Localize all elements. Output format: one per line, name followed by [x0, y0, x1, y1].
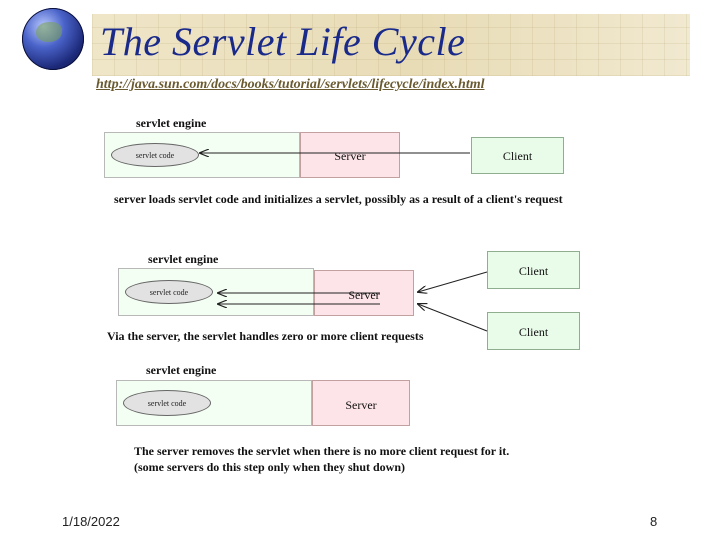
stage3-caption-line1: The server removes the servlet when ther… [134, 444, 510, 458]
stage3-server-label: Server [345, 398, 377, 412]
footer-date: 1/18/2022 [62, 514, 120, 529]
stage1-server-label: Server [334, 149, 366, 163]
stage1-client-box: Client [471, 137, 564, 174]
stage2-client1-arrow [418, 271, 488, 292]
page-number: 8 [650, 514, 658, 529]
stage2-engine-box: servlet code [118, 268, 314, 316]
stage1-code-label: servlet code [135, 150, 175, 160]
stage2-client2-label: Client [518, 325, 549, 339]
header-background [92, 14, 690, 76]
stage3-code-label: servlet code [147, 398, 187, 408]
globe-icon [22, 8, 84, 70]
tutorial-link[interactable]: http://java.sun.com/docs/books/tutorial/… [96, 77, 485, 92]
stage3-caption-line2: (some servers do this step only when the… [134, 460, 406, 474]
stage2-client1-label: Client [518, 264, 549, 278]
stage2-client2-box: Client [487, 312, 580, 350]
stage3-engine-box: servlet code [116, 380, 312, 426]
stage1-server-box: Server [300, 132, 400, 178]
stage1-client-label: Client [502, 149, 533, 163]
stage1-servlet-code: servlet code [111, 143, 199, 167]
stage2-client1-box: Client [487, 251, 580, 289]
stage3-servlet-code: servlet code [123, 390, 211, 416]
stage2-server-box: Server [314, 270, 414, 316]
stage2-engine-label: servlet engine [148, 252, 219, 266]
slide-title: The Servlet Life Cycle [100, 19, 466, 64]
stage2-servlet-code: servlet code [125, 280, 213, 304]
stage2-code-label: servlet code [149, 287, 189, 297]
stage3-engine-label: servlet engine [146, 363, 217, 377]
stage2-server-label: Server [348, 288, 380, 302]
stage1-engine-label: servlet engine [136, 116, 207, 130]
stage1-engine-box: servlet code [104, 132, 300, 178]
stage3-server-box: Server [312, 380, 410, 426]
stage2-client2-arrow [418, 304, 488, 332]
stage1-caption: server loads servlet code and initialize… [114, 192, 563, 206]
stage2-caption: Via the server, the servlet handles zero… [107, 329, 424, 343]
